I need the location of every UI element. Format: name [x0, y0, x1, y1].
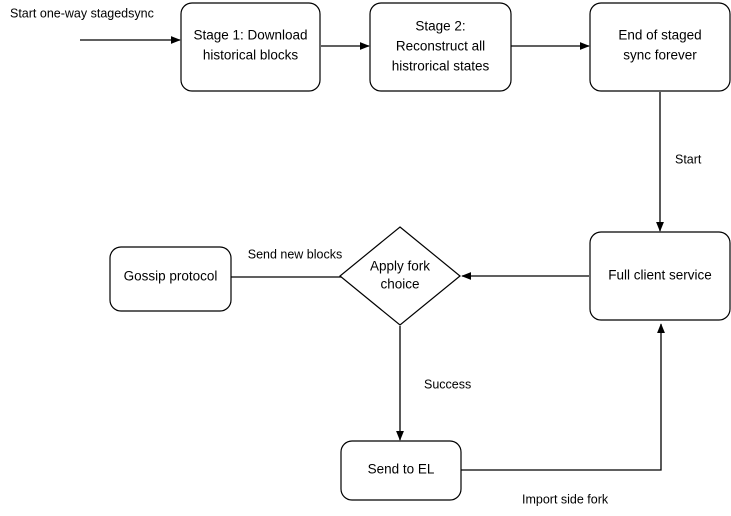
node-full-client-service[interactable]: Full client service — [589, 231, 731, 321]
edge-label-success: Success — [424, 377, 471, 391]
edge-send-to-el-to-full-client-service — [461, 323, 665, 471]
node-gossip-protocol-label: Gossip protocol — [124, 269, 218, 284]
edges-group — [80, 36, 665, 471]
node-stage1-line1: Stage 1: Download — [193, 28, 307, 43]
node-end-of-staged-sync-line2: sync forever — [623, 48, 697, 63]
node-full-client-service-shape[interactable] — [589, 231, 731, 321]
node-stage2[interactable]: Stage 2: Reconstruct all histrorical sta… — [369, 2, 512, 92]
node-stage1-shape[interactable] — [180, 2, 321, 92]
edge-label-start-stagedsync: Start one-way stagedsync — [10, 6, 154, 20]
node-stage2-line2: Reconstruct all — [396, 39, 485, 54]
edge-label-start: Start — [675, 152, 702, 166]
node-apply-fork-choice-line1: Apply fork — [370, 259, 430, 274]
node-end-of-staged-sync-shape[interactable] — [589, 2, 731, 92]
node-stage2-shape[interactable] — [369, 2, 512, 92]
node-send-to-el-shape[interactable] — [340, 440, 462, 501]
node-end-of-staged-sync[interactable]: End of staged sync forever — [589, 2, 731, 92]
edge-labels-group: Start one-way stagedsync Start Send new … — [10, 6, 702, 506]
node-apply-fork-choice[interactable]: Apply fork choice — [339, 226, 461, 326]
node-send-to-el[interactable]: Send to EL — [340, 440, 462, 501]
node-stage2-line1: Stage 2: — [415, 19, 465, 34]
node-stage2-line3: histrorical states — [392, 59, 490, 74]
node-end-of-staged-sync-line1: End of staged — [618, 28, 701, 43]
node-send-to-el-label: Send to EL — [368, 462, 435, 477]
node-apply-fork-choice-shape[interactable] — [339, 226, 461, 326]
node-gossip-protocol[interactable]: Gossip protocol — [109, 246, 232, 312]
node-stage1[interactable]: Stage 1: Download historical blocks — [180, 2, 321, 92]
node-gossip-protocol-shape[interactable] — [109, 246, 232, 312]
edge-label-send-new-blocks: Send new blocks — [248, 247, 343, 261]
node-apply-fork-choice-line2: choice — [380, 277, 419, 292]
node-full-client-service-label: Full client service — [608, 268, 712, 283]
edge-label-import-side-fork: Import side fork — [522, 492, 609, 506]
node-stage1-line2: historical blocks — [203, 48, 299, 63]
